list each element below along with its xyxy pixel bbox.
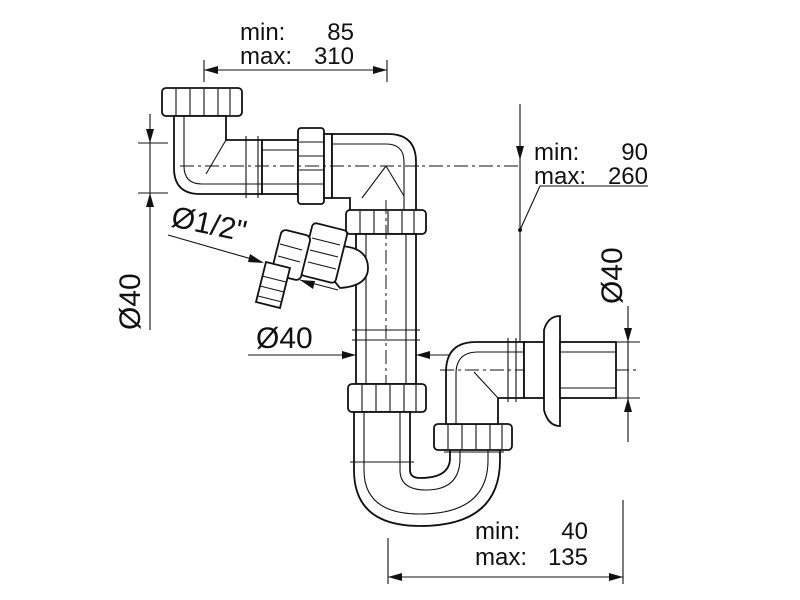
left-diameter-dimension: Ø40: [114, 114, 168, 330]
top-dim-min-label: min:: [240, 19, 285, 46]
hose-connector: [254, 222, 369, 310]
siphon-body: [161, 87, 640, 527]
wall-outlet: [523, 315, 617, 427]
right-dim-max-value: 260: [608, 163, 648, 190]
left-diameter-label: Ø40: [114, 273, 147, 330]
tee-joint: [180, 133, 420, 213]
right-diameter-label: Ø40: [596, 247, 629, 304]
top-dimension: min: 85 max: 310: [203, 19, 388, 82]
right-dim-min-value: 90: [621, 139, 648, 166]
pipe-diameter-dimension: Ø40: [248, 322, 450, 359]
lower-vertical-nut: [347, 383, 427, 413]
top-dim-max-label: max:: [240, 43, 292, 70]
bottom-dim-max-value: 135: [548, 544, 588, 571]
trap-outlet-nut: [433, 423, 513, 451]
inlet-elbow: [173, 115, 263, 198]
outlet-elbow: [440, 338, 640, 425]
horizontal-pipe: [261, 139, 299, 195]
top-dim-max-value: 310: [314, 43, 354, 70]
bottom-dim-min-value: 40: [561, 518, 588, 545]
inlet-nut: [161, 87, 243, 117]
right-dim-max-label: max:: [534, 163, 586, 190]
u-bend-trap: [350, 411, 504, 527]
bottom-dimension: min: 40 max: 135: [387, 500, 624, 584]
right-dim-min-label: min:: [534, 139, 579, 166]
top-dim-min-value: 85: [327, 19, 354, 46]
pipe-diameter-label: Ø40: [256, 322, 313, 355]
right-diameter-dimension: Ø40: [596, 247, 640, 442]
bottom-dim-min-label: min:: [475, 518, 520, 545]
right-dimension: min: 90 max: 260: [404, 104, 648, 382]
bottom-dim-max-label: max:: [475, 544, 527, 571]
hose-diameter-label: Ø1/2": [169, 201, 250, 249]
